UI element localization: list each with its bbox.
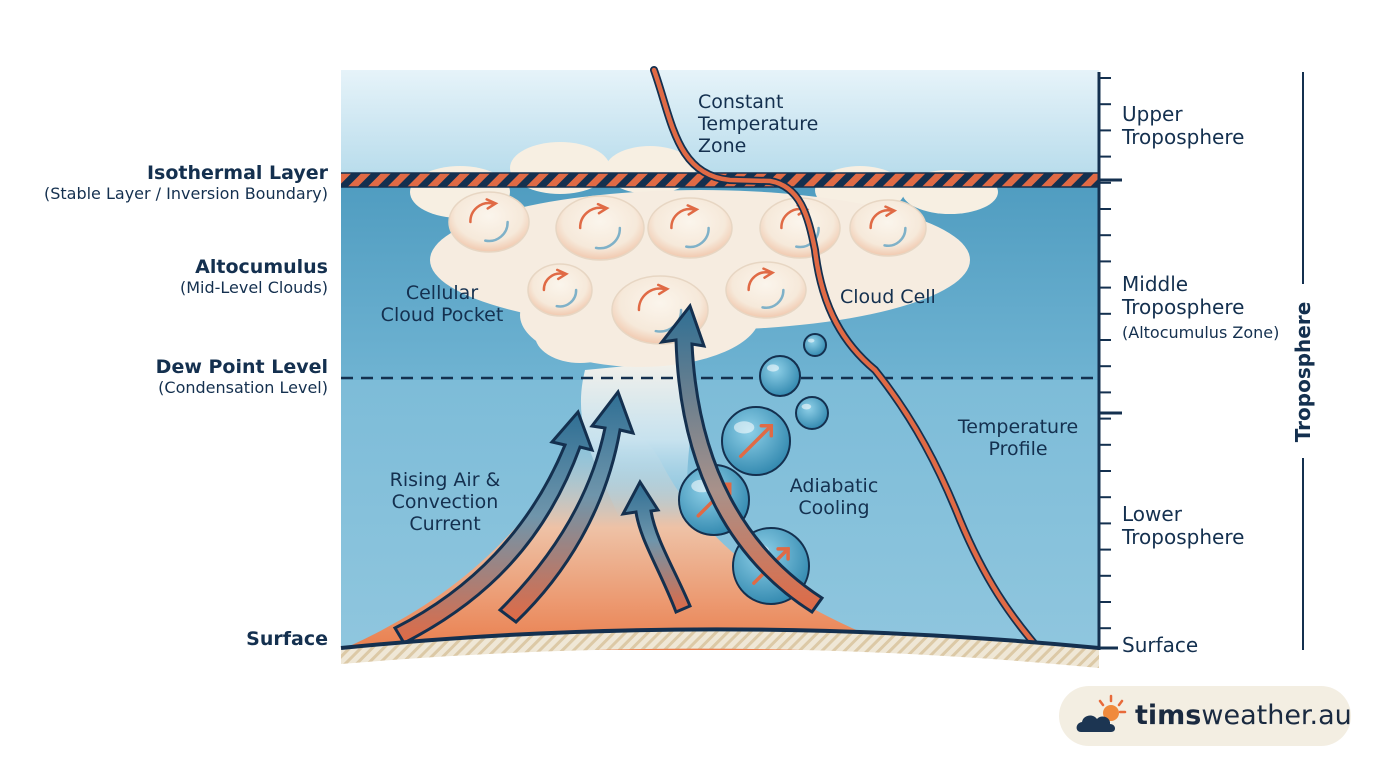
- altocumulus-title: Altocumulus: [195, 256, 328, 278]
- logo-rest: weather.au: [1201, 700, 1352, 731]
- middle-tropo-line-2: Troposphere: [1122, 295, 1245, 319]
- convection-column: [580, 360, 693, 520]
- adiabatic-bubble-3: [795, 396, 829, 430]
- surface-line: [340, 627, 1100, 650]
- cloud-cell-3: [647, 197, 733, 259]
- lower-tropo-line-1: Lower: [1122, 502, 1182, 526]
- isothermal-layer-subtitle: (Stable Layer / Inversion Boundary): [43, 184, 328, 203]
- adiabatic-bubble-1: [803, 333, 827, 357]
- constant-temp-line-3: Zone: [698, 135, 747, 157]
- adiabatic-cooling-label: Adiabatic Cooling: [774, 475, 894, 519]
- rising-arrow-main: [658, 302, 825, 615]
- rising-air-line-1: Rising Air &: [389, 469, 501, 491]
- cloud-cell-8: [725, 261, 807, 319]
- ground-hatch: [341, 629, 1099, 668]
- upper-troposphere-label: Upper Troposphere: [1122, 103, 1244, 149]
- cloud-cell-2: [555, 195, 645, 261]
- lower-tropo-line-2: Troposphere: [1122, 525, 1245, 549]
- cloud-cell-5: [849, 199, 927, 257]
- cellular-pocket-line-2: Cloud Pocket: [380, 304, 504, 326]
- cloud-cells: [448, 191, 927, 345]
- dew-point-title: Dew Point Level: [155, 356, 328, 378]
- dew-point-label: Dew Point Level (Condensation Level): [156, 358, 328, 396]
- lower-troposphere-label: Lower Troposphere: [1122, 503, 1244, 549]
- sun-cloud-icon: [1076, 694, 1127, 732]
- surface-left-label: Surface: [246, 628, 328, 650]
- rising-arrow-3: [620, 479, 692, 614]
- middle-tropo-line-1: Middle: [1122, 272, 1189, 296]
- constant-temp-line-2: Temperature: [698, 113, 819, 135]
- adiabatic-bubble-4: [721, 406, 791, 476]
- rising-arrow-1: [392, 409, 595, 645]
- adiabatic-line-2: Cooling: [798, 497, 870, 519]
- cellular-cloud-pocket-label: Cellular Cloud Pocket: [372, 282, 512, 326]
- cloud-cell-1: [448, 191, 530, 253]
- timsweather-logo[interactable]: timsweather.au: [1059, 686, 1352, 746]
- cellular-pocket-line-1: Cellular: [405, 282, 479, 304]
- temperature-profile-line-inner: [651, 67, 1041, 651]
- isothermal-layer-title: Isothermal Layer: [146, 162, 328, 184]
- rising-arrow-2: [497, 388, 636, 624]
- rising-air-line-3: Current: [409, 513, 481, 535]
- rising-air-line-2: Convection: [391, 491, 499, 513]
- temperature-profile-label: Temperature Profile: [946, 416, 1090, 460]
- troposphere-label: Troposphere: [1291, 301, 1315, 443]
- cloud-cell-6: [527, 263, 593, 317]
- logo-bold: tims: [1135, 700, 1202, 731]
- dew-point-subtitle: (Condensation Level): [158, 378, 328, 397]
- adiabatic-bubble-2: [759, 355, 801, 397]
- constant-temp-line-1: Constant: [698, 91, 784, 113]
- upper-tropo-line-2: Troposphere: [1122, 125, 1245, 149]
- surface-right-label: Surface: [1122, 633, 1199, 657]
- upper-troposphere-band: [341, 70, 1099, 180]
- upper-tropo-line-1: Upper: [1122, 102, 1183, 126]
- rising-air-arrows: [392, 302, 825, 645]
- altocumulus-subtitle: (Mid-Level Clouds): [179, 278, 328, 297]
- temp-profile-line-2: Profile: [988, 438, 1048, 460]
- logo-wordmark: timsweather.au: [1135, 701, 1352, 731]
- cloud-cell-label: Cloud Cell: [840, 286, 936, 308]
- temp-profile-line-1: Temperature: [957, 416, 1079, 438]
- isothermal-layer-label: Isothermal Layer (Stable Layer / Inversi…: [44, 164, 328, 202]
- altitude-axis-ticks: [1099, 77, 1111, 630]
- rising-air-label: Rising Air & Convection Current: [375, 469, 515, 535]
- adiabatic-line-1: Adiabatic: [789, 475, 879, 497]
- constant-temperature-zone-label: Constant Temperature Zone: [698, 91, 818, 157]
- middle-troposphere-label: Middle Troposphere (Altocumulus Zone): [1122, 273, 1279, 344]
- middle-tropo-subtitle: (Altocumulus Zone): [1122, 323, 1280, 342]
- altocumulus-label: Altocumulus (Mid-Level Clouds): [180, 258, 328, 296]
